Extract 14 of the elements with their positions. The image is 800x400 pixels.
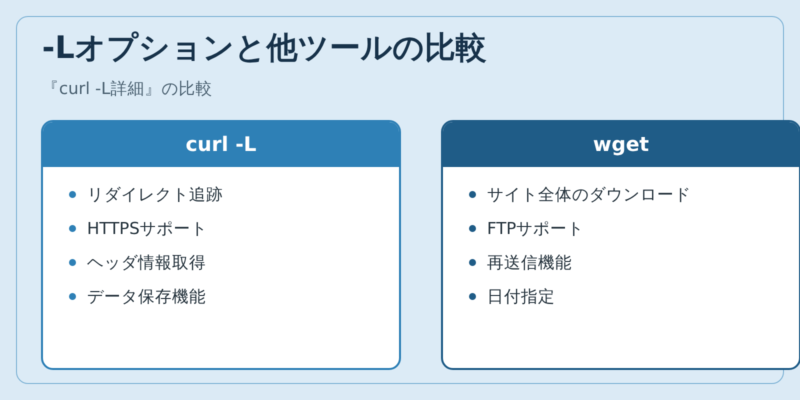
comparison-card bbox=[441, 120, 800, 370]
list-item: リダイレクト追跡 bbox=[87, 184, 223, 206]
diagram-title: -Lオプションと他ツールの比較 bbox=[42, 29, 487, 67]
subtitle: 『curl -L詳細』の比較 bbox=[42, 78, 212, 100]
card-header: wget bbox=[443, 122, 799, 167]
list-item: 日付指定 bbox=[487, 286, 555, 308]
list-item: 再送信機能 bbox=[487, 252, 572, 274]
list-item: サイト全体のダウンロード bbox=[487, 184, 691, 206]
comparison-card bbox=[41, 120, 401, 370]
list-item: ヘッダ情報取得 bbox=[87, 252, 206, 274]
card-header: curl -L bbox=[43, 122, 399, 167]
list-item: HTTPSサポート bbox=[87, 218, 208, 240]
list-item: FTPサポート bbox=[487, 218, 584, 240]
list-item: データ保存機能 bbox=[87, 286, 206, 308]
